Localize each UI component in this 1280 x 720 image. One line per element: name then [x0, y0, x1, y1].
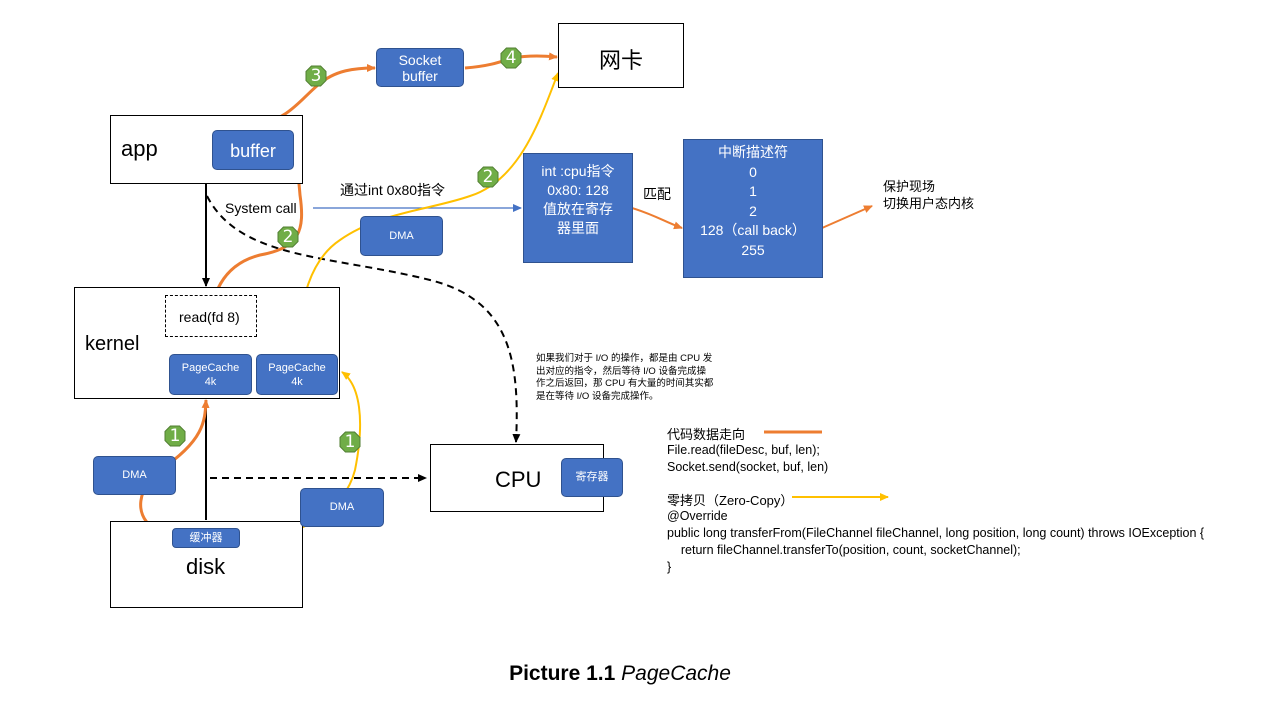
read-fd-box: read(fd 8) — [165, 295, 257, 337]
step-4-number: 4 — [505, 48, 517, 68]
legend-zero-line-2: public long transferFrom(FileChannel fil… — [667, 526, 1205, 540]
legend-code-line-1: File.read(fileDesc, buf, len); — [667, 443, 820, 457]
cpu-label: CPU — [495, 467, 542, 492]
note-line-1: 如果我们对于 I/O 的操作，都是由 CPU 发 — [536, 353, 713, 364]
int-line-1: int :cpu指令 — [541, 163, 615, 179]
caption-bold: Picture 1.1 — [509, 662, 616, 685]
int-instruction-box: int :cpu指令 0x80: 128 值放在寄存 器里面 — [523, 153, 633, 263]
note-line-3: 作之后返回，那 CPU 有大量的时间其实都 — [536, 378, 714, 389]
legend-zero-lines: @Override public long transferFrom(FileC… — [667, 508, 1204, 576]
socket-buffer-line-1: Socket — [398, 52, 442, 68]
dma-left-label: DMA — [122, 469, 147, 481]
dma-left-box: DMA — [93, 456, 176, 495]
legend-code-line-2: Socket.send(socket, buf, len) — [667, 460, 829, 474]
socket-buffer-line-2: buffer — [402, 68, 438, 84]
protect-label: 保护现场 切换用户态内核 — [883, 178, 974, 212]
step-2-right-number: 2 — [482, 167, 494, 187]
step-4-badge: 4 — [500, 47, 522, 69]
yellow-pagecache-to-nic — [296, 72, 559, 351]
step-2-left-number: 2 — [282, 227, 294, 247]
dma-mid-box: DMA — [360, 216, 443, 256]
int-line-4: 器里面 — [557, 220, 599, 236]
dma-right-label: DMA — [329, 501, 355, 513]
nic-box: 网卡 — [558, 23, 684, 88]
step-2-left-badge: 2 — [277, 226, 299, 248]
app-to-cpu-dashed-arrow — [206, 195, 521, 443]
buffer-box: buffer — [212, 130, 294, 170]
legend-zero-copy-label: 零拷贝（Zero-Copy） — [667, 493, 794, 508]
disk-buffer-label: 缓冲器 — [189, 532, 223, 544]
legend-zero-line-4: } — [667, 560, 672, 574]
figure-caption: Picture 1.1 PageCache — [0, 662, 1240, 686]
legend-zero-line-3: return fileChannel.transferTo(position, … — [667, 543, 1021, 557]
step-1-left-badge: 1 — [164, 425, 186, 447]
dma-right-box: DMA — [300, 488, 384, 527]
idt-line-2: 0 — [749, 163, 757, 180]
protect-line-2: 切换用户态内核 — [883, 196, 975, 211]
int-line-2: 0x80: 128 — [547, 182, 609, 198]
idt-line-6: 255 — [741, 241, 765, 258]
step-1-right-number: 1 — [344, 432, 356, 452]
note-line-2: 出对应的指令，然后等待 I/O 设备完成操 — [536, 365, 706, 377]
dma-mid-label: DMA — [389, 230, 414, 242]
system-call-label: System call — [225, 200, 297, 216]
app-label: app — [121, 136, 158, 161]
idt-line-5: 128（call back） — [700, 222, 806, 238]
pagecache-right-line-1: PageCache — [268, 362, 326, 374]
legend-code-lines: File.read(fileDesc, buf, len); Socket.se… — [667, 442, 828, 476]
register-box: 寄存器 — [561, 458, 623, 497]
idt-box: 中断描述符 0 1 2 128（call back） 255 — [683, 139, 823, 278]
kernel-label: kernel — [85, 333, 140, 355]
pagecache-left-box: PageCache 4k — [169, 354, 252, 395]
read-fd-label: read(fd 8) — [179, 309, 240, 325]
caption-italic: PageCache — [621, 662, 731, 685]
orange-int-to-idt — [631, 207, 683, 230]
socket-buffer-box: Socket buffer — [376, 48, 464, 87]
legend-code-flow-label: 代码数据走向 — [667, 427, 746, 442]
pagecache-left-line-1: PageCache — [181, 362, 240, 374]
pagecache-left-line-2: 4k — [204, 376, 217, 388]
idt-line-1: 中断描述符 — [718, 144, 788, 160]
via-int-label: 通过int 0x80指令 — [340, 182, 446, 198]
match-label: 匹配 — [643, 186, 671, 202]
disk-buffer-box: 缓冲器 — [172, 528, 240, 548]
orange-idt-to-protect — [821, 205, 873, 229]
step-1-right-badge: 1 — [339, 431, 361, 453]
disk-label: disk — [186, 554, 226, 579]
protect-line-1: 保护现场 — [883, 179, 936, 194]
idt-line-4: 2 — [749, 202, 757, 219]
step-3-badge: 3 — [305, 65, 327, 87]
note-text: 如果我们对于 I/O 的操作，都是由 CPU 发 出对应的指令，然后等待 I/O… — [536, 353, 713, 403]
idt-line-3: 1 — [749, 183, 757, 199]
step-3-number: 3 — [310, 66, 322, 86]
register-label: 寄存器 — [575, 471, 609, 483]
step-2-right-badge: 2 — [477, 166, 499, 188]
nic-label: 网卡 — [599, 49, 644, 74]
buffer-label: buffer — [230, 141, 276, 161]
int-line-3: 值放在寄存 — [543, 201, 613, 217]
legend-zero-line-1: @Override — [667, 509, 728, 523]
note-line-4: 是在等待 I/O 设备完成操作。 — [536, 390, 659, 402]
pagecache-right-line-2: 4k — [291, 376, 303, 388]
pagecache-right-box: PageCache 4k — [256, 354, 338, 395]
step-1-left-number: 1 — [169, 426, 181, 446]
